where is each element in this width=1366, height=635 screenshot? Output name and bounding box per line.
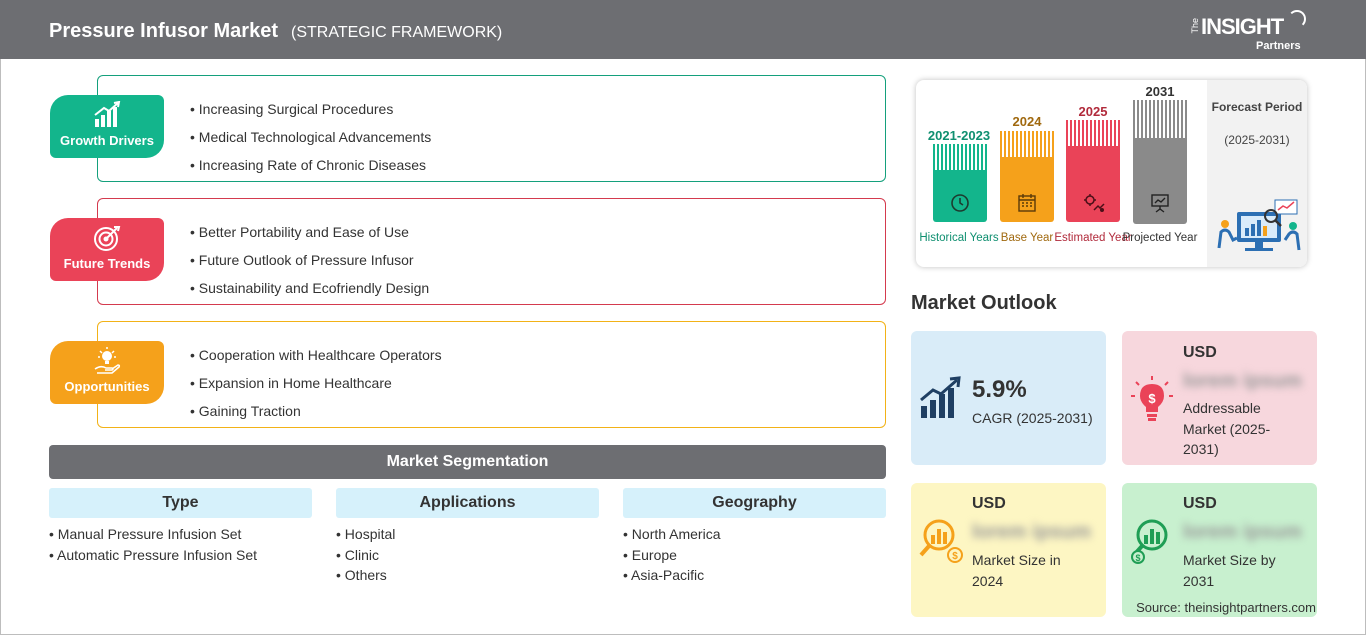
cagr-card: 5.9% CAGR (2025-2031) (911, 331, 1106, 465)
timeline-label: Estimated Year (1054, 232, 1132, 244)
addressable-market-card: $ USD lorem ipsum Addressable Market (20… (1122, 331, 1317, 465)
tag-label: Opportunities (64, 379, 150, 394)
timeline-label: Projected Year (1122, 232, 1198, 244)
growth-chart-icon (920, 376, 961, 418)
segment-head: Type (49, 488, 312, 518)
market-size-2031-label: Market Size by 2031 (1183, 552, 1276, 589)
source-note: Source: theinsightpartners.com (1136, 600, 1316, 615)
magnifier-dollar-icon: $ (919, 519, 963, 563)
calendar-icon (1018, 194, 1036, 212)
lightbulb-hand-icon (94, 347, 121, 374)
svg-text:$: $ (1135, 553, 1140, 563)
timeline-year: 2024 (1012, 114, 1042, 129)
list-item: Sustainability and Ecofriendly Design (190, 274, 429, 302)
growth-drivers-box: Increasing Surgical Procedures Medical T… (97, 75, 886, 182)
market-size-2024-label: Market Size in 2024 (972, 552, 1061, 589)
segment-head: Geography (623, 488, 886, 518)
growth-chart-icon (94, 101, 121, 127)
currency-label: USD (1183, 344, 1217, 361)
market-segmentation-bar: Market Segmentation (49, 445, 886, 479)
forecast-period-panel: Forecast Period (2025-2031) (1207, 80, 1307, 267)
svg-text:$: $ (952, 551, 958, 562)
list-item: Europe (623, 545, 886, 566)
market-size-2024-card: $ USD lorem ipsum Market Size in 2024 (911, 483, 1106, 617)
segment-head: Applications (336, 488, 599, 518)
timeline-panel: 2021-2023 Historical Years 2024 Base Yea… (916, 80, 1307, 267)
list-item: Others (336, 565, 599, 586)
tag-label: Future Trends (63, 256, 151, 271)
svg-text:$: $ (1148, 391, 1156, 406)
growth-drivers-tag: Growth Drivers (50, 95, 164, 158)
list-item: North America (623, 524, 886, 545)
page-title: Pressure Infusor Market (49, 20, 278, 42)
timeline-label: Base Year (1000, 232, 1054, 244)
timeline-label: Historical Years (919, 232, 999, 244)
cagr-label: CAGR (2025-2031) (972, 410, 1093, 426)
tag-label: Growth Drivers (60, 133, 154, 148)
magnifier-dollar-icon: $ (1131, 519, 1168, 564)
list-item: Increasing Rate of Chronic Diseases (190, 151, 431, 179)
future-trends-list: Better Portability and Ease of Use Futur… (190, 218, 429, 302)
currency-label: USD (1183, 495, 1217, 512)
opportunities-list: Cooperation with Healthcare Operators Ex… (190, 341, 442, 425)
segment-geography: Geography North America Europe Asia-Paci… (623, 488, 886, 586)
analytics-people-icon (1217, 199, 1301, 251)
list-item: Expansion in Home Healthcare (190, 369, 442, 397)
list-item: Manual Pressure Infusion Set (49, 524, 312, 545)
idea-dollar-icon: $ (1131, 376, 1173, 421)
header-bar: Pressure Infusor Market (STRATEGIC FRAME… (0, 0, 1366, 59)
future-trends-tag: Future Trends (50, 218, 164, 281)
target-icon (94, 226, 121, 251)
list-item: Cooperation with Healthcare Operators (190, 341, 442, 369)
list-item: Asia-Pacific (623, 565, 886, 586)
market-outlook-title: Market Outlook (911, 292, 1057, 314)
growth-drivers-list: Increasing Surgical Procedures Medical T… (190, 95, 431, 179)
list-item: Gaining Traction (190, 397, 442, 425)
segment-type: Type Manual Pressure Infusion Set Automa… (49, 488, 312, 565)
blurred-value: lorem ipsum (1183, 521, 1302, 543)
timeline-bar-historical (933, 144, 987, 222)
opportunities-tag: Opportunities (50, 341, 164, 404)
insight-partners-logo: The INSIGHT Partners (1190, 10, 1310, 54)
timeline-year: 2021-2023 (927, 128, 991, 143)
addressable-market-label: Addressable Market (2025-2031) (1183, 400, 1271, 457)
forecast-range: (2025-2031) (1224, 133, 1290, 147)
opportunities-box: Cooperation with Healthcare Operators Ex… (97, 321, 886, 428)
list-item: Increasing Surgical Procedures (190, 95, 431, 123)
timeline-year: 2031 (1145, 84, 1175, 99)
segment-applications: Applications Hospital Clinic Others (336, 488, 599, 586)
market-size-2031-card: $ USD lorem ipsum Market Size by 2031 (1122, 483, 1317, 617)
timeline-bar-estimated (1066, 120, 1120, 222)
list-item: Clinic (336, 545, 599, 566)
blurred-value: lorem ipsum (972, 521, 1091, 543)
list-item: Automatic Pressure Infusion Set (49, 545, 312, 566)
forecast-title: Forecast Period (1211, 100, 1303, 114)
timeline-year: 2025 (1078, 104, 1108, 119)
list-item: Medical Technological Advancements (190, 123, 431, 151)
list-item: Future Outlook of Pressure Infusor (190, 246, 429, 274)
history-icon (951, 194, 969, 212)
blurred-value: lorem ipsum (1183, 370, 1302, 392)
page-subtitle: (STRATEGIC FRAMEWORK) (291, 24, 503, 41)
cagr-value: 5.9% (972, 376, 1027, 403)
future-trends-box: Better Portability and Ease of Use Futur… (97, 198, 886, 305)
gear-chart-icon (1084, 194, 1105, 212)
list-item: Better Portability and Ease of Use (190, 218, 429, 246)
list-item: Hospital (336, 524, 599, 545)
currency-label: USD (972, 495, 1006, 512)
presentation-icon (1151, 194, 1169, 213)
